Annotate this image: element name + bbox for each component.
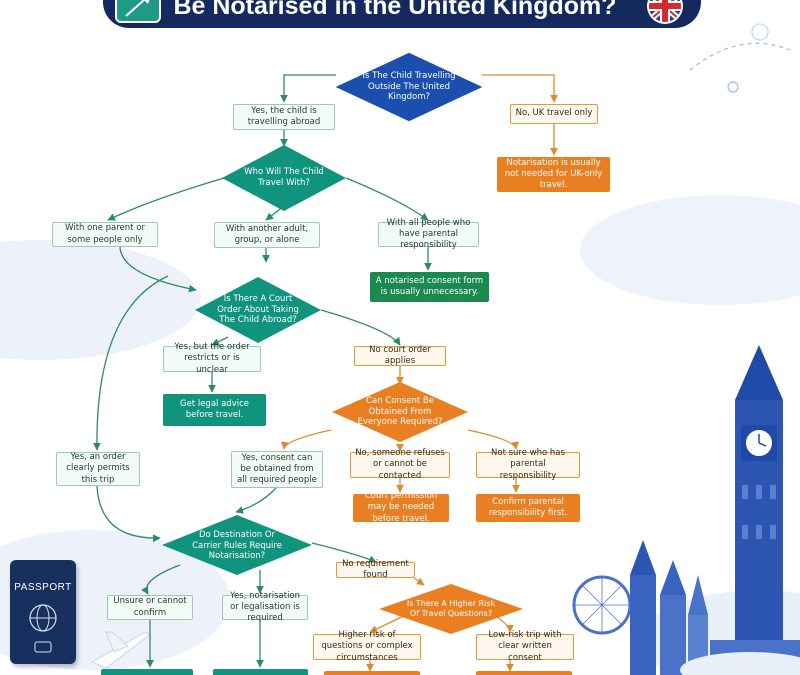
result-legal-advice: Get legal advice before travel. xyxy=(163,394,266,426)
diamond-higher-risk xyxy=(379,584,523,634)
answer-no-refuses: No, someone refuses or cannot be contact… xyxy=(350,448,450,481)
diamond-consent xyxy=(332,382,468,442)
question-who-travel: Who Will The Child Travel With? xyxy=(244,167,324,188)
diamond-outside-uk xyxy=(332,51,486,123)
answer-yes-required: Yes, notarisation or legalisation is req… xyxy=(222,591,308,623)
diamond-destination xyxy=(162,515,312,575)
header-banner xyxy=(103,0,701,28)
answer-higher-risk: Higher risk of questions or complex circ… xyxy=(313,630,421,663)
answer-not-sure-pr: Not sure who has parental responsibility xyxy=(476,448,580,481)
airplane-icon xyxy=(90,631,149,669)
bottom-result-box-3 xyxy=(324,671,420,675)
answer-unsure: Unsure or cannot confirm xyxy=(107,595,193,620)
answer-yes-abroad: Yes, the child is travelling abroad xyxy=(233,104,335,130)
question-court-order: Is There A Court Order About Taking The … xyxy=(217,293,299,326)
london-skyline-icon xyxy=(572,345,800,675)
diamond-who-travel xyxy=(222,145,346,211)
header-title: Be Notarised in the United Kingdom? xyxy=(173,0,617,20)
question-outside-uk: Is The Child Travelling Outside The Unit… xyxy=(362,70,456,103)
answer-yes-restricts: Yes, but the order restricts or is uncle… xyxy=(163,342,261,375)
union-jack-flag-icon xyxy=(647,0,683,24)
option-all-pr: With all people who have parental respon… xyxy=(378,218,479,250)
certificate-pen-icon xyxy=(115,0,161,23)
question-destination: Do Destination Or Carrier Rules Require … xyxy=(192,529,282,562)
bottom-result-box-1 xyxy=(101,669,193,675)
answer-yes-permits: Yes, an order clearly permits this trip xyxy=(56,452,140,486)
passport-icon: PASSPORT xyxy=(10,560,76,664)
bottom-result-box-2 xyxy=(213,669,308,675)
answer-no-court-order: No court order applies xyxy=(354,345,446,366)
answer-low-risk: Low-risk trip with clear written consent xyxy=(476,630,574,663)
diamond-court-order xyxy=(195,277,321,343)
option-other-adult: With another adult, group, or alone xyxy=(214,222,320,248)
result-consent-unnecessary: A notarised consent form is usually unne… xyxy=(370,272,489,302)
result-confirm-pr: Confirm parental responsibility first. xyxy=(476,494,580,522)
answer-no-requirement: No requirement found xyxy=(336,559,415,580)
answer-no-uk-only: No, UK travel only xyxy=(510,104,598,124)
result-court-permission: Court permission may be needed before tr… xyxy=(353,491,449,524)
option-one-parent: With one parent or some people only xyxy=(52,222,158,247)
answer-yes-consent: Yes, consent can be obtained from all re… xyxy=(231,451,323,488)
passport-label: PASSPORT xyxy=(14,582,72,593)
bottom-result-box-4 xyxy=(476,671,572,675)
result-uk-only: Notarisation is usually not needed for U… xyxy=(497,157,610,192)
globe-icon xyxy=(29,604,57,653)
question-consent: Can Consent Be Obtained From Everyone Re… xyxy=(357,395,443,428)
question-higher-risk: Is There A Higher Risk Of Travel Questio… xyxy=(406,598,496,618)
